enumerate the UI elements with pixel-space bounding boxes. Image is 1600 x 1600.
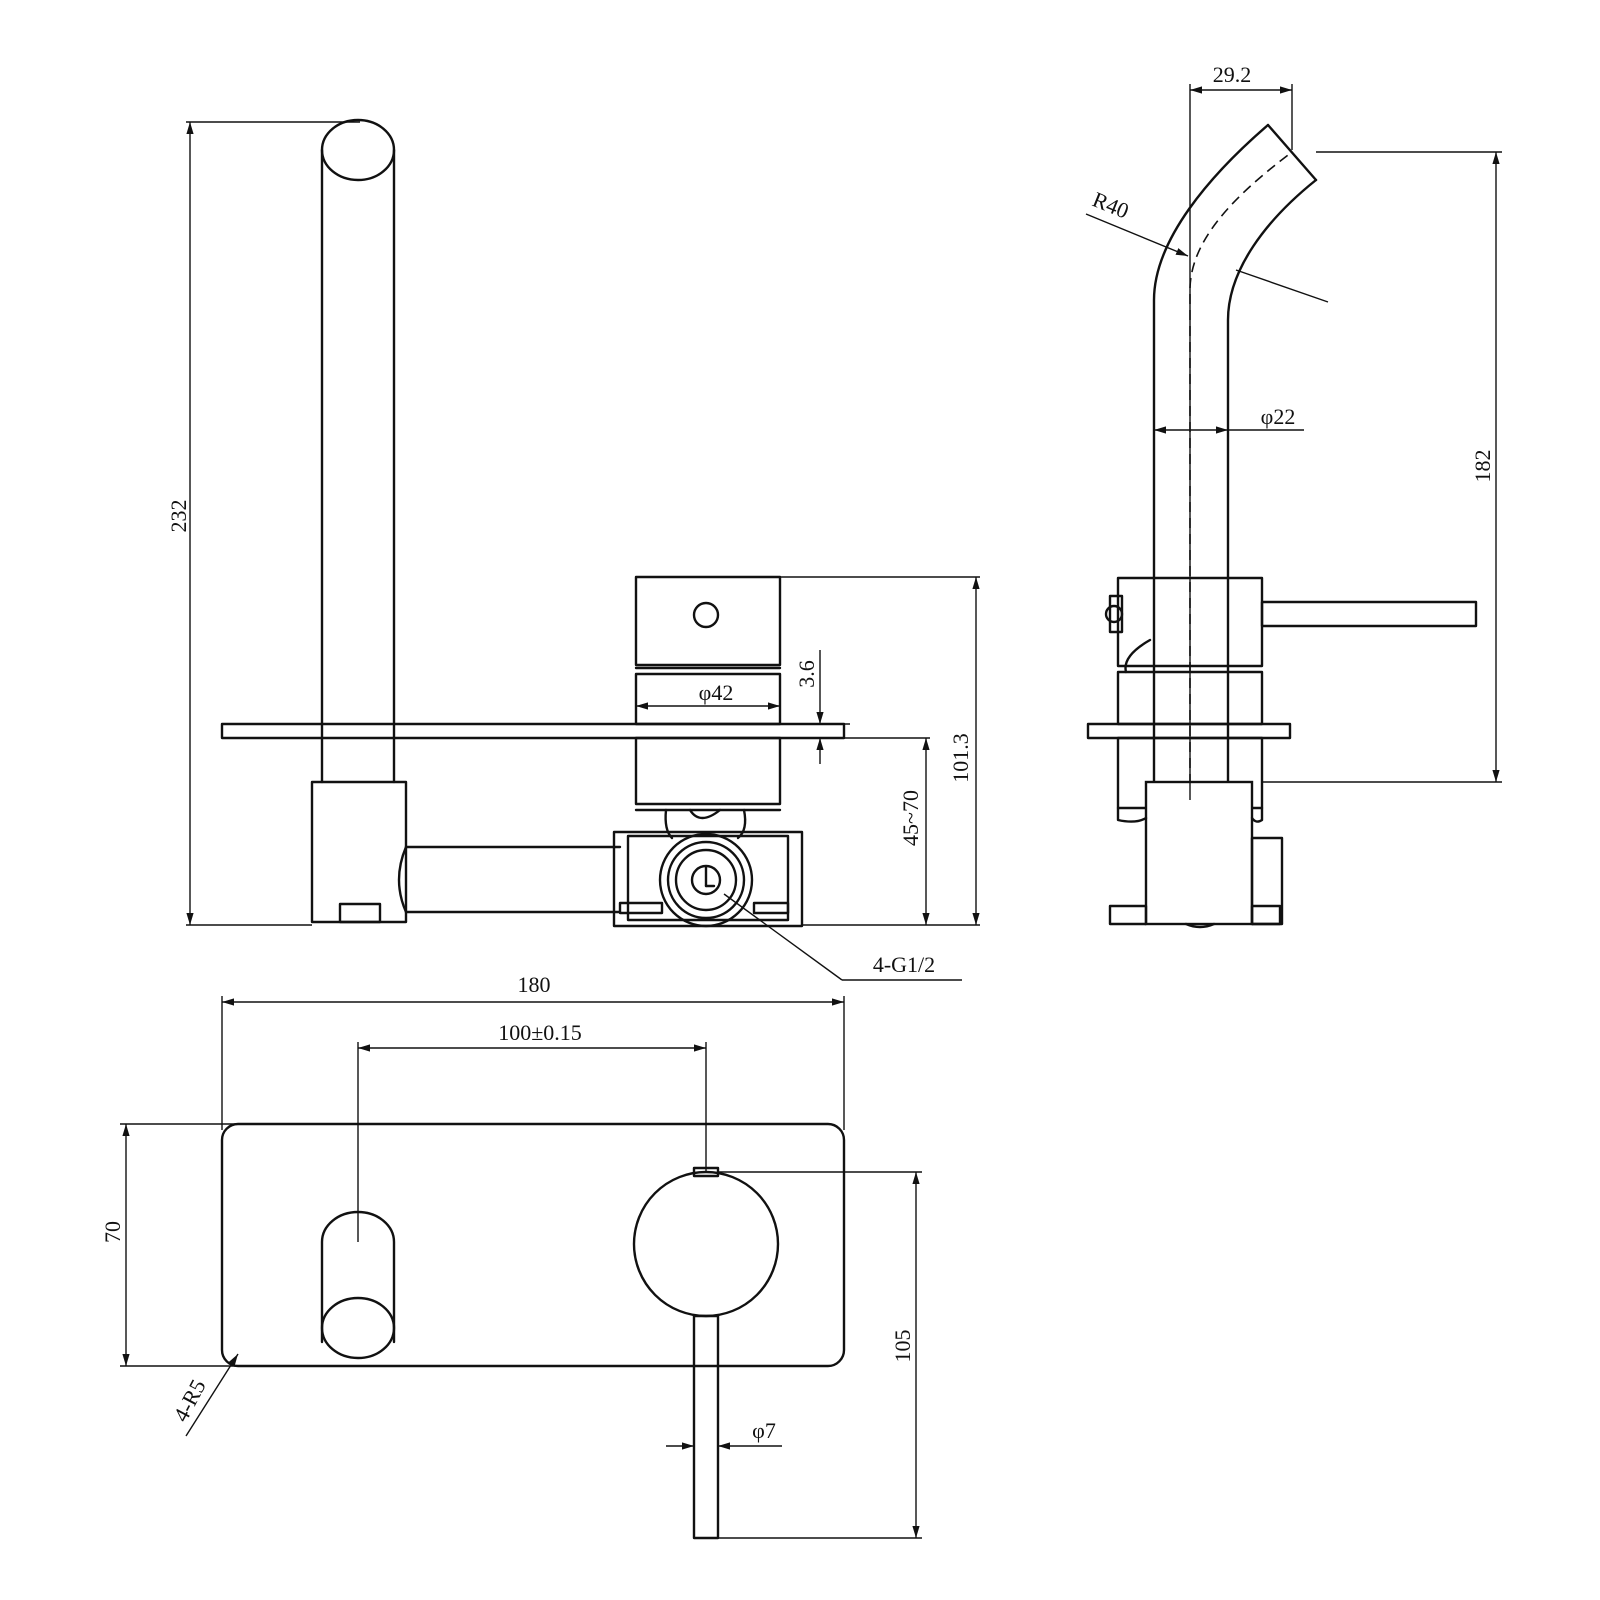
dim-45-70: 45~70 <box>802 737 930 926</box>
dim-232-label: 232 <box>166 500 191 533</box>
thread-label: 4-G1/2 <box>873 952 935 977</box>
dim-180: 180 <box>221 972 845 1130</box>
wall-plate-edge <box>220 722 846 740</box>
dim-r40: R40 <box>1085 187 1329 303</box>
dim-phi42: φ42 <box>636 680 780 710</box>
dim-phi22: φ22 <box>1154 404 1304 434</box>
side-spout <box>1152 123 1318 800</box>
plan-handle-knob <box>632 1166 780 1540</box>
side-view: 29.2 R40 φ22 182 <box>1085 62 1502 929</box>
handle-hole-icon <box>692 601 720 629</box>
side-wall-plate <box>1086 722 1292 740</box>
front-view: 232 φ42 3.6 45~70 101.3 <box>166 118 980 981</box>
valve-connector <box>612 808 804 928</box>
dim-70: 70 <box>100 1123 240 1367</box>
dim-phi42-label: φ42 <box>699 680 734 705</box>
dim-3-6: 3.6 <box>780 650 850 764</box>
side-handle <box>1104 576 1478 810</box>
dim-101-3: 101.3 <box>780 576 980 926</box>
dim-182: 182 <box>1262 151 1502 783</box>
dim-29-2: 29.2 <box>1189 62 1293 800</box>
plan-view: 180 100±0.15 70 4-R5 105 <box>100 972 922 1540</box>
spout-base-block <box>310 780 622 924</box>
dim-phi7-label: φ7 <box>752 1418 776 1443</box>
dim-105-label: 105 <box>890 1330 915 1363</box>
dim-29-2-label: 29.2 <box>1213 62 1252 87</box>
dim-4-r5-label: 4-R5 <box>168 1375 211 1426</box>
dim-phi7: φ7 <box>666 1418 782 1450</box>
dim-70-label: 70 <box>100 1221 125 1243</box>
dim-3-6-label: 3.6 <box>794 660 819 688</box>
leader-4-g1-2: 4-G1/2 <box>723 893 962 981</box>
mixer-handle-body <box>634 575 782 812</box>
dim-232: 232 <box>166 121 360 926</box>
plan-plate <box>220 1122 846 1368</box>
dim-180-label: 180 <box>518 972 551 997</box>
dim-45-70-label: 45~70 <box>898 790 923 846</box>
side-base <box>1108 780 1284 929</box>
dim-100: 100±0.15 <box>357 1020 707 1242</box>
spout-pipe <box>320 118 396 784</box>
dim-100-label: 100±0.15 <box>498 1020 582 1045</box>
dim-101-3-label: 101.3 <box>948 733 973 783</box>
dim-105: 105 <box>718 1171 922 1539</box>
dim-phi22-label: φ22 <box>1261 404 1296 429</box>
dim-182-label: 182 <box>1470 450 1495 483</box>
